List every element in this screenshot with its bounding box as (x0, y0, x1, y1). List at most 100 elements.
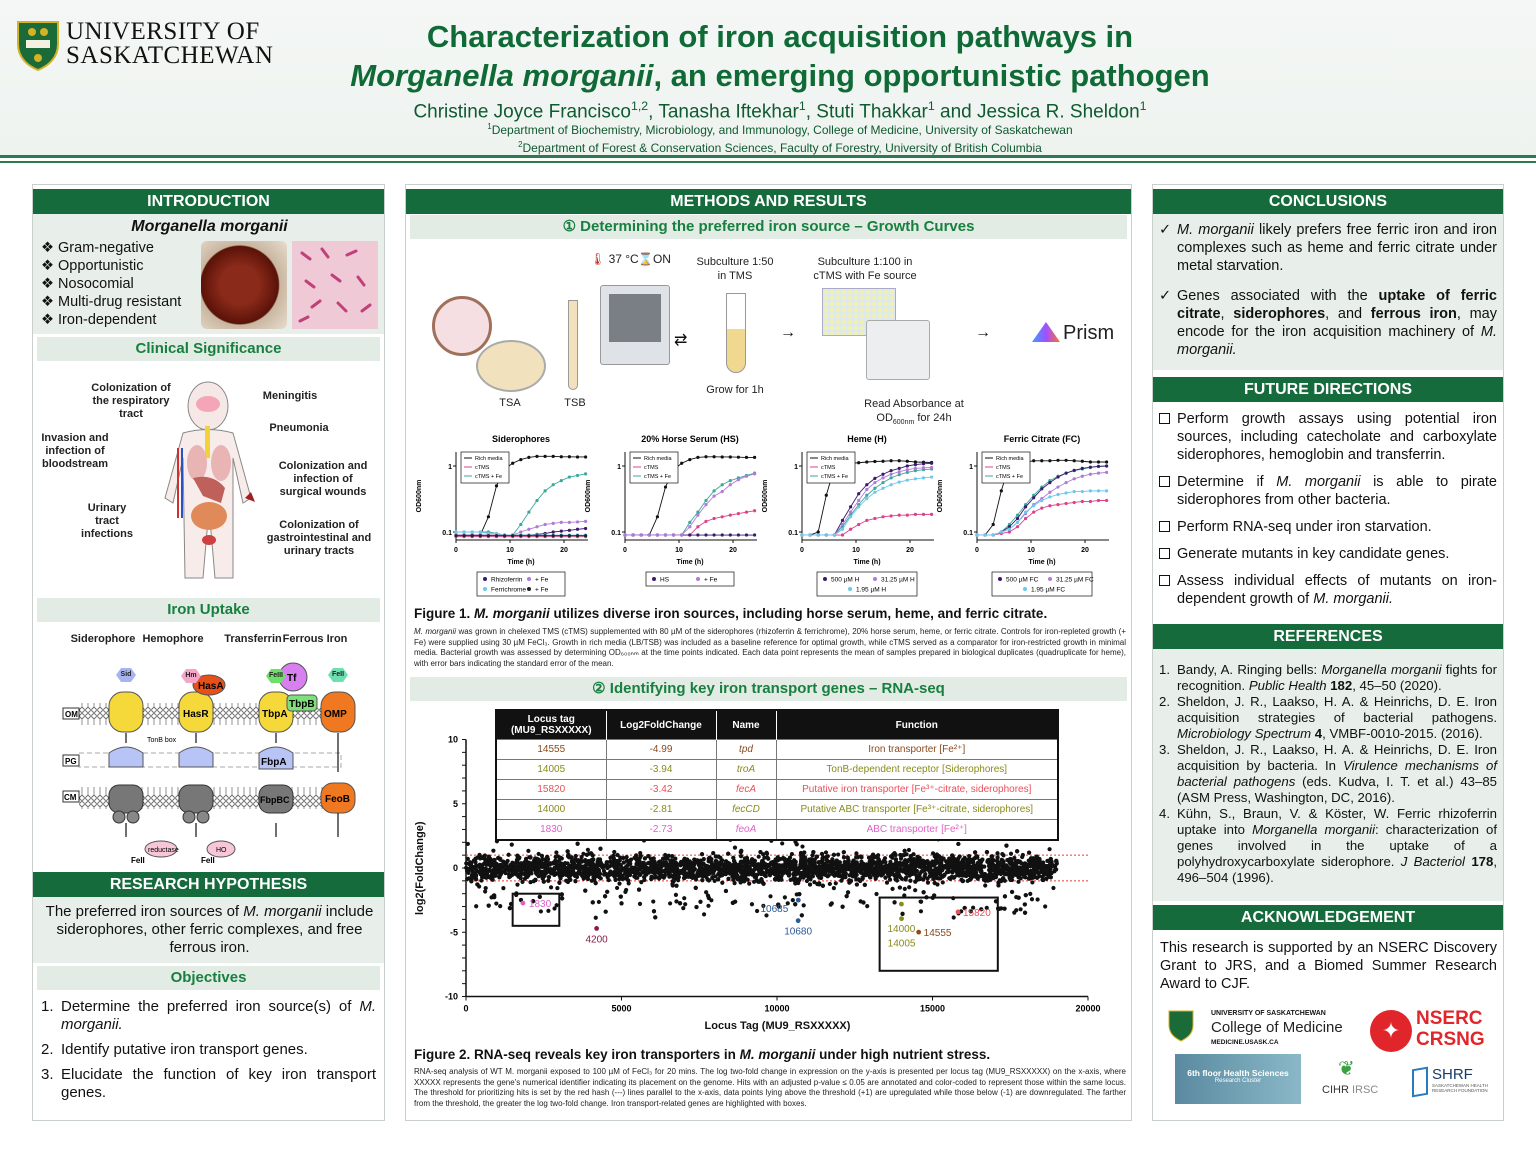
y-tick-label: 0.1 (963, 530, 973, 537)
gene-point (501, 886, 506, 891)
gene-point (963, 864, 968, 869)
arrow-right-icon: → (780, 324, 796, 341)
gene-point (793, 872, 799, 877)
gene-point (675, 862, 680, 867)
gene-point (983, 883, 988, 888)
gene-point (993, 869, 998, 875)
legend-label: 500 µM FC (1006, 577, 1039, 584)
data-point (930, 461, 934, 465)
gene-point (596, 899, 601, 905)
data-point (1105, 498, 1109, 503)
gene-point (752, 861, 758, 867)
gene-point (666, 869, 671, 874)
conclusions-list: ✓M. morganii likely prefers free ferric … (1159, 221, 1497, 368)
bullet-text: Multi-drug resistant (58, 294, 182, 310)
data-point (704, 503, 708, 507)
cell-name: tpd (715, 739, 777, 760)
data-point (857, 461, 861, 465)
gene-point (915, 863, 920, 868)
gene-point (947, 858, 952, 863)
gene-point (962, 905, 967, 911)
y-tick-label: 0.1 (611, 530, 621, 537)
x-tick-label: 20 (1081, 547, 1089, 554)
data-point (881, 459, 885, 463)
data-point (1080, 459, 1084, 463)
gene-point (865, 904, 870, 909)
x-tick-label: 20 (560, 547, 568, 554)
ferrous-iron-molecule-icon: FeII (328, 668, 348, 682)
gene-point (567, 874, 572, 879)
data-point (736, 512, 740, 516)
text: M. morganii (739, 1047, 816, 1062)
gene-point (1014, 908, 1019, 913)
data-point (559, 534, 563, 538)
svg-text:FeoB: FeoB (325, 794, 350, 805)
gene-point (468, 861, 474, 866)
gene-point (605, 889, 610, 894)
conclusion-item: ✓Genes associated with the uptake of fer… (1159, 287, 1497, 359)
usask-crest-small-logo (1168, 1010, 1194, 1042)
gene-point (668, 901, 673, 906)
gene-point (554, 903, 559, 908)
usask-top: UNIVERSITY OF SASKATCHEWAN (1211, 1010, 1326, 1017)
gene-point (932, 854, 937, 859)
data-point (494, 534, 499, 538)
gene-point (716, 877, 721, 882)
cell-locus: 15820 (495, 779, 607, 800)
gene-point (1044, 870, 1049, 876)
usask-crest-logo (16, 20, 60, 72)
data-point (535, 534, 539, 538)
gene-point (689, 866, 695, 872)
gene-point (769, 860, 774, 865)
gene-point (841, 872, 846, 877)
data-point (1048, 490, 1052, 494)
data-point (897, 473, 901, 477)
gene-point (613, 877, 618, 882)
gene-point (524, 859, 529, 864)
gene-point (617, 876, 622, 882)
gene-point (610, 871, 615, 877)
gene-point (654, 875, 659, 880)
data-point (688, 525, 692, 529)
gene-point (617, 881, 622, 886)
gene-point (721, 867, 726, 872)
data-point (881, 481, 885, 485)
gene-point (755, 872, 760, 877)
affiliation-2: 2Department of Forest & Conservation Sci… (280, 140, 1280, 155)
data-point (1096, 471, 1101, 475)
gene-point (854, 851, 859, 856)
header-divider (0, 161, 1536, 163)
data-point (753, 472, 757, 476)
data-point (873, 486, 877, 490)
gene-point (895, 861, 900, 866)
cluster-sub: Research Cluster (1214, 1078, 1262, 1084)
svg-text:PG: PG (65, 757, 77, 766)
text: Genes associated with the (1177, 288, 1379, 304)
gene-point (979, 870, 984, 875)
data-point (672, 533, 676, 537)
gene-point (553, 861, 559, 866)
gene-point (698, 863, 704, 868)
svg-text:OMP: OMP (324, 709, 347, 720)
gene-point (509, 842, 514, 847)
data-point (873, 516, 877, 521)
acknowledgement-text: This research is supported by an NSERC D… (1160, 940, 1497, 992)
gene-point (912, 859, 918, 864)
legend-label: + Fe (535, 587, 549, 594)
gene-point (932, 861, 937, 866)
gene-point (642, 863, 648, 868)
gene-point (483, 889, 488, 894)
gene-point (914, 876, 920, 881)
gene-point (554, 850, 559, 855)
gene-point (993, 866, 998, 871)
data-point (1088, 472, 1092, 476)
data-point (991, 522, 995, 527)
gene-point (584, 852, 590, 857)
data-point (1007, 522, 1011, 527)
gene-point (525, 862, 530, 867)
gene-point (624, 864, 629, 869)
gene-point (900, 911, 905, 916)
gene-point (1022, 869, 1027, 875)
y-tick-label: 5 (453, 799, 458, 809)
